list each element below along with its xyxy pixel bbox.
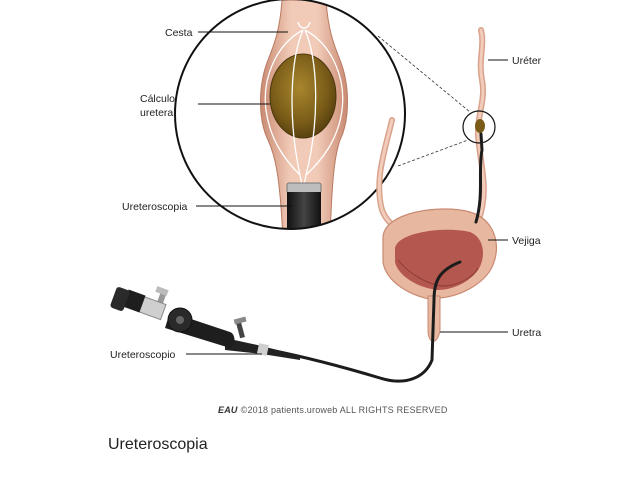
zoom-connector-bottom (397, 139, 469, 167)
small-stone (475, 119, 485, 133)
label-uretra: Uretra (512, 327, 541, 339)
figure-caption: Ureteroscopia (108, 436, 208, 453)
ureteral-stone (269, 53, 337, 139)
inset-ureteroscope (286, 182, 322, 229)
leader-lines (186, 31, 508, 355)
scope-shaft (268, 260, 462, 383)
label-vejiga: Vejiga (512, 235, 541, 247)
scope-eyepiece (110, 287, 130, 311)
label-ureteroscopio: Ureteroscopio (110, 349, 176, 361)
label-calculo-line1: Cálculo (140, 93, 175, 105)
bladder-inner (395, 229, 483, 290)
magnified-inset (174, 0, 406, 230)
copyright-text: ©2018 patients.uroweb ALL RIGHTS RESERVE… (240, 405, 448, 415)
label-calculo-line2: ureteral (140, 107, 176, 119)
label-ureteroscopia-inset: Ureteroscopia (122, 201, 188, 213)
zoom-ring (462, 110, 496, 144)
ureteroscope-instrument (110, 132, 484, 383)
urinary-anatomy (376, 27, 497, 342)
stone-basket (264, 29, 344, 186)
inset-circle-border (174, 0, 406, 230)
scope-shaft-ureter (474, 132, 484, 224)
label-cesta: Cesta (165, 27, 193, 39)
eau-logo: EAU (218, 405, 238, 415)
label-ureter: Uréter (512, 55, 542, 67)
copyright-notice: EAU©2018 patients.uroweb ALL RIGHTS RESE… (218, 405, 448, 415)
